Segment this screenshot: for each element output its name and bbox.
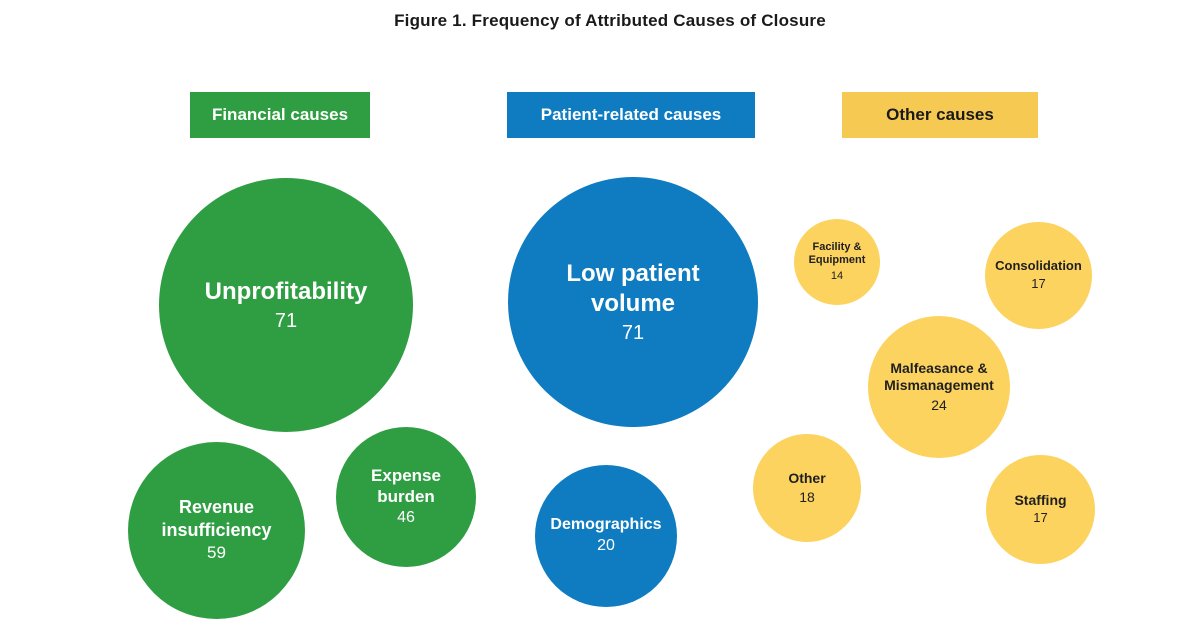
group-header-other-causes: Other causes — [842, 92, 1038, 138]
group-header-financial-causes: Financial causes — [190, 92, 370, 138]
bubble-label: Staffing — [1014, 491, 1067, 508]
bubble-value: 71 — [621, 321, 645, 344]
bubble-value: 59 — [207, 543, 226, 563]
bubble-value: 20 — [597, 537, 615, 555]
bubble-value: 14 — [830, 270, 844, 283]
bubble-value: 24 — [931, 396, 947, 413]
bubble-facility-equipment: Facility & Equipment 14 — [794, 219, 880, 305]
bubble-label: Consolidation — [995, 258, 1082, 274]
figure-title: Figure 1. Frequency of Attributed Causes… — [394, 11, 826, 30]
bubble-low-patient-volume: Low patient volume 71 — [508, 177, 758, 427]
bubble-label: Other — [788, 469, 826, 486]
bubble-revenue-insufficiency: Revenue insufficiency 59 — [128, 442, 305, 619]
bubble-label: Low patient volume — [566, 259, 700, 317]
bubble-value: 46 — [397, 509, 415, 527]
bubble-demographics: Demographics 20 — [535, 465, 677, 607]
bubble-unprofitability: Unprofitability 71 — [159, 178, 413, 432]
bubble-other: Other 18 — [753, 434, 861, 542]
bubble-label: Unprofitability — [204, 277, 368, 305]
bubble-malfeasance-mismanagement: Malfeasance & Mismanagement 24 — [868, 316, 1010, 458]
bubble-value: 71 — [274, 309, 298, 332]
bubble-label: Expense burden — [371, 465, 441, 507]
bubble-label: Demographics — [550, 516, 662, 534]
group-header-patient-related-causes: Patient-related causes — [507, 92, 755, 138]
bubble-consolidation: Consolidation 17 — [985, 222, 1092, 329]
bubble-label: Facility & Equipment — [808, 240, 866, 267]
bubble-value: 17 — [1033, 510, 1048, 526]
bubble-value: 18 — [799, 489, 815, 506]
bubble-label: Revenue insufficiency — [161, 497, 272, 540]
bubble-label: Malfeasance & Mismanagement — [884, 359, 994, 394]
bubble-value: 17 — [1031, 275, 1046, 291]
bubble-staffing: Staffing 17 — [986, 455, 1095, 564]
bubble-expense-burden: Expense burden 46 — [336, 427, 476, 567]
